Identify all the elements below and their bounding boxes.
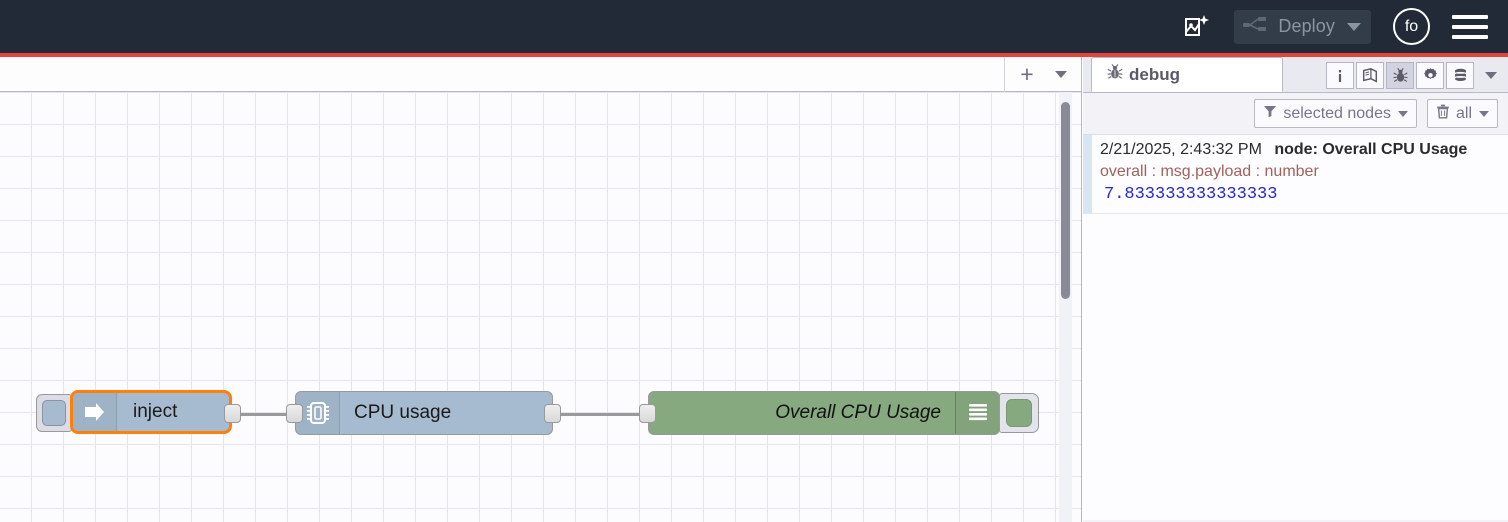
- node-overall-cpu-usage-label: Overall CPU Usage: [775, 402, 941, 423]
- context-data-icon[interactable]: [1446, 62, 1474, 89]
- info-icon[interactable]: [1326, 62, 1354, 89]
- cpu-chip-icon: [296, 392, 340, 434]
- debug-message-list[interactable]: 2/21/2025, 2:43:32 PM node: Overall CPU …: [1083, 135, 1508, 520]
- chevron-down-icon[interactable]: [1347, 22, 1361, 31]
- wire-inject-to-cpu[interactable]: [232, 413, 298, 416]
- clear-messages-button[interactable]: all: [1426, 99, 1498, 128]
- inject-trigger-button[interactable]: [36, 394, 72, 432]
- deploy-button[interactable]: Deploy: [1234, 9, 1371, 44]
- header-accent-bar: [0, 53, 1508, 57]
- inject-trigger-inner: [42, 400, 66, 426]
- debug-filter-bar: selected nodes all: [1083, 93, 1508, 135]
- port-output-cpu[interactable]: [544, 404, 561, 423]
- debug-node-toggle-inner: [1006, 399, 1032, 427]
- tab-actions: +: [1004, 56, 1081, 92]
- debug-lines-icon: [955, 392, 999, 434]
- add-flow-button[interactable]: +: [1020, 60, 1034, 87]
- chevron-down-icon: [1055, 70, 1067, 78]
- debug-message-timestamp: 2/21/2025, 2:43:32 PM: [1100, 141, 1262, 158]
- bug-icon: [1106, 63, 1124, 86]
- debug-message-value: 7.833333333333333: [1104, 185, 1278, 204]
- chevron-down-icon: [1485, 72, 1497, 79]
- canvas-scrollbar-thumb[interactable]: [1061, 102, 1070, 299]
- node-inject-label: inject: [133, 401, 178, 422]
- port-input-debug[interactable]: [639, 404, 656, 423]
- wire-cpu-to-debug[interactable]: [552, 413, 650, 416]
- inject-arrow-icon: [73, 393, 117, 431]
- flow-canvas[interactable]: inject CPU usage: [0, 92, 1081, 522]
- tab-debug[interactable]: debug: [1091, 57, 1283, 92]
- avatar-initials: fo: [1404, 17, 1419, 35]
- clear-messages-label: all: [1455, 104, 1472, 122]
- debug-message-source-node[interactable]: node: Overall CPU Usage: [1274, 141, 1468, 158]
- flow-tab-bar: +: [0, 56, 1081, 92]
- chevron-down-icon: [1479, 110, 1489, 117]
- node-cpu-usage[interactable]: CPU usage: [295, 391, 553, 435]
- debug-message-row[interactable]: 2/21/2025, 2:43:32 PM node: Overall CPU …: [1083, 135, 1508, 214]
- hamburger-menu-icon[interactable]: [1452, 10, 1492, 44]
- trash-icon: [1436, 104, 1450, 124]
- sidebar-tool-buttons: [1324, 62, 1504, 92]
- debug-node-toggle-button[interactable]: [999, 393, 1039, 433]
- node-overall-cpu-usage[interactable]: Overall CPU Usage: [648, 391, 1000, 435]
- flow-list-button[interactable]: [1045, 57, 1077, 91]
- node-inject[interactable]: inject: [70, 390, 232, 434]
- right-sidebar: debug: [1083, 57, 1508, 522]
- chevron-down-icon: [1397, 110, 1408, 117]
- debug-message-topic: overall : msg.payload : number: [1100, 163, 1319, 180]
- port-input-cpu[interactable]: [286, 404, 303, 423]
- node-cpu-usage-label: CPU usage: [354, 402, 452, 423]
- debug-message-header: 2/21/2025, 2:43:32 PM node: Overall CPU …: [1100, 139, 1502, 161]
- filter-nodes-button[interactable]: selected nodes: [1254, 99, 1417, 128]
- sidebar-tab-bar: debug: [1083, 57, 1508, 93]
- filter-nodes-label: selected nodes: [1283, 104, 1391, 122]
- debug-bug-icon[interactable]: [1386, 62, 1414, 89]
- funnel-icon: [1263, 104, 1277, 123]
- port-output-inject[interactable]: [224, 404, 241, 423]
- config-gear-icon[interactable]: [1416, 62, 1444, 89]
- flow-sparkle-icon[interactable]: [1176, 6, 1218, 48]
- workspace: + inject: [0, 56, 1082, 522]
- deploy-button-label: Deploy: [1278, 16, 1335, 36]
- deploy-flow-icon: [1242, 15, 1268, 38]
- app-header: Deploy fo: [0, 0, 1508, 53]
- avatar[interactable]: fo: [1393, 8, 1430, 45]
- sidebar-more-button[interactable]: [1478, 62, 1504, 89]
- tab-debug-label: debug: [1129, 64, 1180, 84]
- help-book-icon[interactable]: [1356, 62, 1384, 89]
